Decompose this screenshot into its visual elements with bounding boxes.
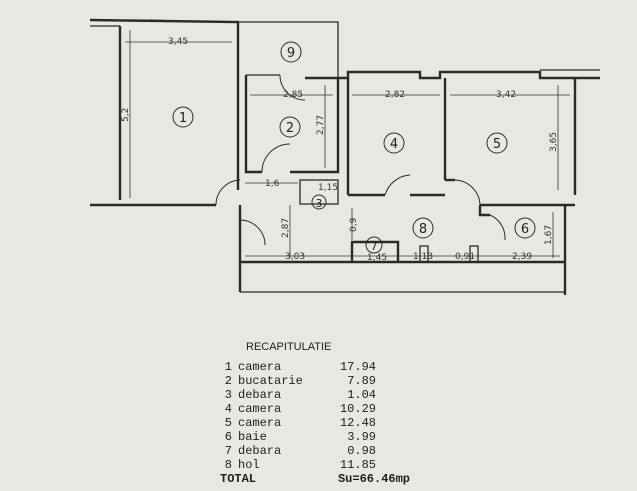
window-room-1 — [149, 19, 206, 23]
room-2-circle — [279, 116, 301, 138]
recap-row-number: 5 — [224, 416, 232, 430]
recap-row-name: debara — [238, 388, 282, 402]
recap-list: 1 camera 17.94 2 bucatarie 7.89 3 debara… — [220, 360, 410, 486]
recap-row-name: baie — [238, 430, 267, 444]
dim-r3: 1,15 — [318, 183, 338, 193]
room-7-label: 7 — [371, 240, 378, 253]
dim-bottom-e: 2,39 — [512, 252, 532, 262]
recap-row-area: 1.04 — [347, 388, 376, 402]
recap-row-area: 0.98 — [347, 444, 376, 458]
room-7-circle — [365, 236, 383, 254]
recap-row-name: bucatarie — [238, 374, 303, 388]
recap-row-number: 8 — [224, 458, 232, 472]
recap-row-area: 3.99 — [347, 430, 376, 444]
recap-row-name: camera — [238, 416, 282, 430]
room-3-circle — [311, 194, 327, 210]
dim-r5-height: 3,65 — [549, 132, 559, 152]
room-2-label: 2 — [286, 121, 294, 136]
recap-row-name: debara — [238, 444, 282, 458]
dim-r6-height: 1,67 — [544, 225, 554, 245]
room-9-circle — [280, 41, 302, 63]
recap-row: 8 hol 11.85 — [220, 458, 410, 472]
recap-row: 4 camera 10.29 — [220, 402, 410, 416]
recap-row-number: 7 — [224, 444, 232, 458]
dim-hall-width: 1,6 — [265, 179, 280, 189]
recap-row: 7 debara 0.98 — [220, 444, 410, 458]
room-4-circle — [383, 132, 405, 154]
room-3-box — [299, 179, 339, 205]
recap-row-number: 1 — [224, 360, 232, 374]
room-3-label: 3 — [316, 197, 323, 210]
dim-bottom-a: 3,03 — [285, 252, 305, 262]
pillar-1 — [419, 245, 429, 263]
pillar-2 — [469, 245, 479, 263]
dim-r2-height: 2,77 — [316, 115, 326, 135]
room-9-label: 9 — [287, 46, 295, 61]
dim-r7-height: 0,9 — [349, 217, 359, 232]
dim-bottom-b: 1,45 — [367, 253, 387, 263]
room-4-label: 4 — [390, 137, 398, 152]
room-8-label: 8 — [419, 222, 427, 237]
recap-row-number: 6 — [224, 430, 232, 444]
recap-row-area: 7.89 — [347, 374, 376, 388]
wall-room-7 — [350, 240, 400, 262]
room-8-circle — [412, 217, 434, 239]
recap-row: 6 baie 3.99 — [220, 430, 410, 444]
recap-row-name: camera — [238, 402, 282, 416]
door-room-5 — [454, 179, 481, 206]
dim-r2-width: 2,85 — [283, 90, 303, 100]
recap-row-number: 3 — [224, 388, 232, 402]
wall-top-right — [338, 70, 600, 80]
dim-r5-width: 3,42 — [496, 90, 516, 100]
recap-row-area: 11.85 — [339, 458, 376, 472]
recap-row-number: 4 — [224, 402, 232, 416]
door-room-4 — [384, 174, 411, 196]
recap-total-label: TOTAL — [220, 472, 257, 486]
room-6-circle — [514, 217, 536, 239]
room-5-label: 5 — [493, 137, 501, 152]
recap-row: 5 camera 12.48 — [220, 416, 410, 430]
wall-room-9 — [238, 21, 339, 78]
recap-row: 3 debara 1.04 — [220, 388, 410, 402]
dim-hall-height: 2,87 — [281, 218, 291, 238]
floor-plan: 3,45 5,2 2,85 2,77 2,82 3,42 3,65 1,6 1,… — [89, 18, 600, 295]
recap-title: RECAPITULATIE — [246, 341, 332, 353]
door-entry — [215, 179, 241, 206]
dim-bottom-d: 0,91 — [455, 252, 475, 262]
room-5-circle — [486, 132, 508, 154]
wall-room-2-right — [290, 78, 340, 174]
dim-bottom-c: 1,13 — [413, 252, 433, 262]
recap-row-number: 2 — [224, 374, 232, 388]
recap-row-area: 10.29 — [339, 402, 376, 416]
door-room-2 — [261, 143, 291, 173]
wall-room-6 — [478, 205, 490, 217]
wall-room-2 — [244, 75, 262, 174]
recap-row: 1 camera 17.94 — [220, 360, 410, 374]
dim-r1-height: 5,2 — [121, 108, 131, 122]
recap-total-row: TOTAL Su=66.46mp — [220, 472, 410, 486]
room-1-label: 1 — [179, 111, 187, 126]
recap-row-area: 12.48 — [339, 416, 376, 430]
recap-total-value: Su=66.46mp — [337, 472, 410, 486]
recap-row-name: camera — [238, 360, 282, 374]
door-room-9 — [279, 74, 306, 101]
room-1-circle — [172, 106, 194, 128]
recap-row-area: 17.94 — [339, 360, 376, 374]
dim-r1-width: 3,45 — [168, 37, 188, 47]
wall-room-1 — [89, 18, 240, 190]
door-room-6 — [489, 214, 506, 241]
recap-row: 2 bucatarie 7.89 — [220, 374, 410, 388]
dim-r4-width: 2,82 — [385, 90, 405, 100]
room-6-label: 6 — [521, 222, 529, 237]
door-hall — [239, 219, 266, 246]
recap-row-name: hol — [238, 458, 260, 472]
